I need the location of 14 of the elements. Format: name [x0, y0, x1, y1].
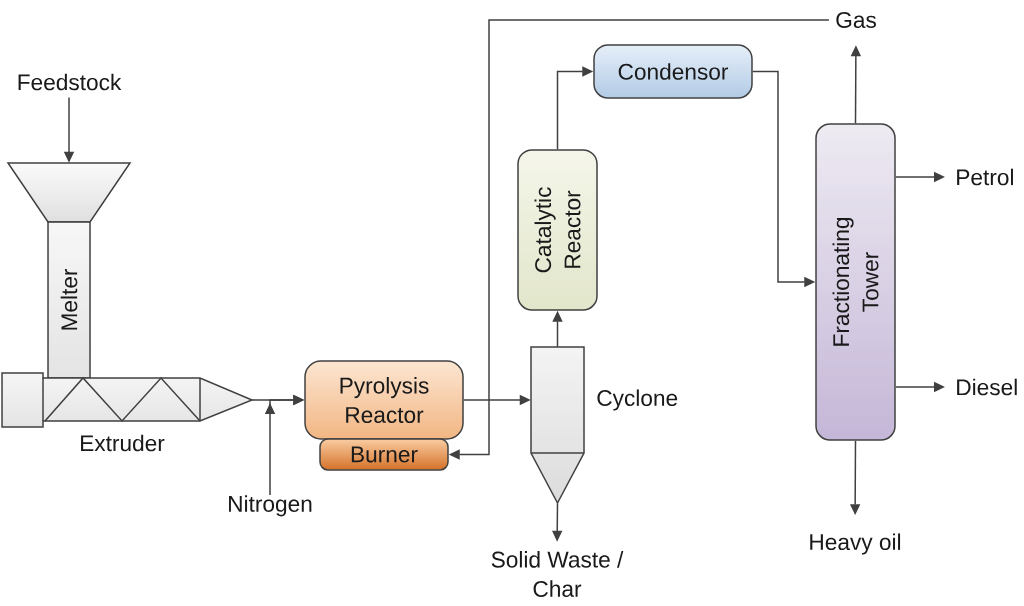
stream-label: Feedstock [18, 73, 122, 91]
process-box: Melter [47, 221, 91, 379]
process-box: Catalytic Reactor [517, 149, 598, 311]
process-box: Condensor [593, 44, 753, 99]
stream-label: Petrol [957, 168, 1013, 186]
process-box: Burner [319, 438, 449, 471]
stream-label: Nitrogen [229, 495, 312, 517]
stream-label: Heavy oil [810, 533, 901, 555]
stream-label: Gas [836, 11, 876, 29]
equipment-label: Extruder [81, 434, 165, 452]
stream-label: Solid Waste / Char [491, 551, 624, 597]
stream-label: Diesel [957, 378, 1017, 396]
equipment-label: Cyclone [597, 389, 678, 411]
process-box: Fractionating Tower [815, 123, 896, 441]
